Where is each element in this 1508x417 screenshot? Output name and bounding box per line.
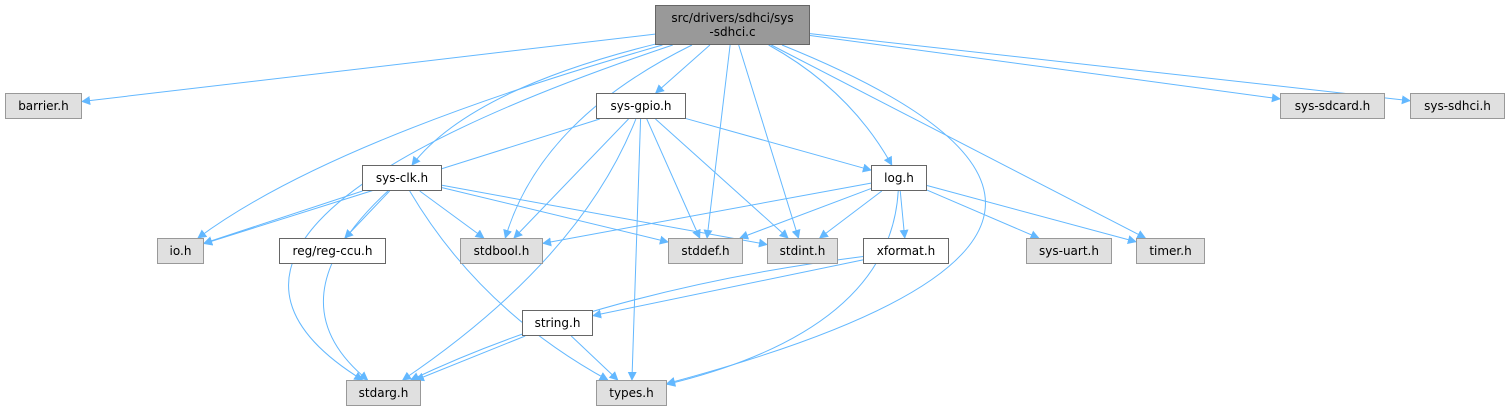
edge-sysgpio-to-stdarg [401,118,637,381]
edge-root-to-log [768,44,893,166]
node-xformat-h[interactable]: xformat.h [863,238,949,264]
node-label-line1: src/drivers/sdhci/sys [671,11,794,25]
node-label: sys-gpio.h [610,99,672,113]
node-label: barrier.h [18,99,69,113]
node-timer-h[interactable]: timer.h [1136,238,1205,264]
node-label: reg/reg-ccu.h [292,244,373,258]
edge-sysgpio-to-stdbool [513,118,629,239]
node-io-h[interactable]: io.h [157,238,204,264]
edge-sysclk-to-io [203,190,363,245]
node-label: types.h [609,386,654,400]
node-label: io.h [169,244,192,258]
edge-sysclk-to-stddef [441,187,669,245]
edge-sysgpio-to-log [685,118,872,173]
node-label: stdint.h [779,244,826,258]
edge-xformat-to-stdarg [410,255,864,381]
edge-root-to-syssdcard [809,34,1281,103]
edge-root-to-types [666,44,986,386]
node-label: stdarg.h [358,386,409,400]
node-reg-ccu-h[interactable]: reg/reg-ccu.h [279,238,386,264]
edge-sysclk-to-types [409,190,609,381]
edge-sysgpio-to-stdint [655,118,789,239]
edge-root-to-io [197,44,663,239]
node-stdarg-h[interactable]: stdarg.h [346,380,421,406]
node-label: stddef.h [681,244,730,258]
node-log-h[interactable]: log.h [871,165,927,191]
node-sys-sdhci-c[interactable]: src/drivers/sdhci/sys -sdhci.c [655,5,810,45]
edge-sysclk-to-stdint [441,184,768,248]
node-label: string.h [534,316,581,330]
edge-log-to-stdbool [542,182,872,247]
edge-root-to-timer [771,44,1147,239]
edge-log-to-timer [926,185,1137,244]
node-sys-uart-h[interactable]: sys-uart.h [1026,238,1112,264]
edge-sysgpio-to-stddef [646,118,701,239]
edge-root-to-sysclk [411,43,656,166]
node-label: sys-sdhci.h [1424,99,1491,113]
node-sys-sdcard-h[interactable]: sys-sdcard.h [1280,93,1385,119]
edge-log-to-types [666,190,899,387]
edge-log-to-sysuart [926,189,1040,239]
edge-sysclk-to-stdarg [322,190,389,381]
edge-root-to-sysgpio [655,44,711,94]
edge-log-to-stddef [739,188,872,240]
node-barrier-h[interactable]: barrier.h [5,93,82,119]
node-label: log.h [884,171,914,185]
node-string-h[interactable]: string.h [522,310,593,336]
node-sys-sdhci-h[interactable]: sys-sdhci.h [1410,93,1505,119]
node-sys-clk-h[interactable]: sys-clk.h [362,165,442,191]
edge-root-to-syssdhci [809,33,1411,105]
node-types-h[interactable]: types.h [596,380,667,406]
edge-log-to-xformat [899,190,909,239]
edge-log-to-stdint [818,190,883,239]
edge-sysclk-to-stdbool [419,190,485,239]
edge-string-to-types [570,335,619,381]
node-label: xformat.h [876,244,936,258]
edge-xformat-to-string [592,259,864,319]
node-label: sys-uart.h [1039,244,1099,258]
node-label: stdbool.h [473,244,530,258]
edge-root-to-barrier [81,33,656,105]
edge-root-to-stdbool [503,44,693,239]
node-stdint-h[interactable]: stdint.h [767,238,838,264]
edge-root-to-stdarg [288,44,673,381]
edge-root-to-stddef [703,44,731,239]
node-stddef-h[interactable]: stddef.h [668,238,743,264]
node-label: sys-sdcard.h [1294,99,1371,113]
edge-sysgpio-to-types [627,118,642,381]
edge-string-to-stdarg [414,335,526,382]
node-label: sys-clk.h [375,171,429,185]
node-stdbool-h[interactable]: stdbool.h [460,238,543,264]
node-label-line2: -sdhci.c [709,25,756,39]
node-sys-gpio-h[interactable]: sys-gpio.h [596,93,686,119]
node-label: timer.h [1149,244,1192,258]
